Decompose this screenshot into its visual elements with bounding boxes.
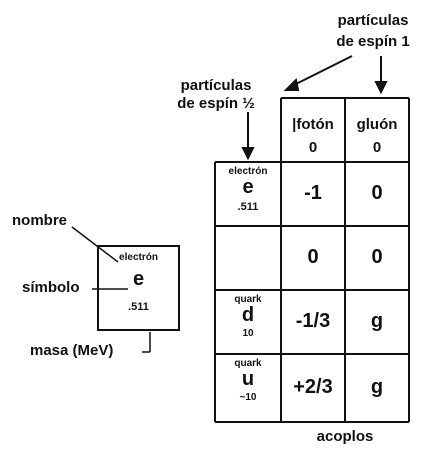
legend-example-mass: .511 <box>128 301 149 313</box>
legend-example: electrón e .511 <box>98 252 179 313</box>
legend-box <box>97 245 180 331</box>
column-mass: 0 <box>308 139 318 156</box>
spinhalf-header-line2: de espín ½ <box>177 95 255 112</box>
column-mass: 0 <box>372 139 382 156</box>
particle-mass: 10 <box>242 328 254 339</box>
legend-label-name: nombre <box>12 212 68 229</box>
row-quark-d-particle: quark d 10 <box>215 294 281 339</box>
legend-label-symbol: símbolo <box>22 279 80 296</box>
legend-example-name: electrón <box>119 252 158 263</box>
spinhalf-header-line1: partículas <box>180 77 252 94</box>
column-name: gluón <box>356 116 398 133</box>
column-prefix: | <box>292 116 297 133</box>
coupling-quark-d-photon: -1/3 <box>295 310 331 332</box>
coupling-row2-photon: 0 <box>307 246 319 268</box>
legend-label-mass: masa (MeV) <box>30 342 114 359</box>
spin1-header-line2: de espín 1 <box>336 33 410 50</box>
column-name: fotón <box>296 116 334 133</box>
particle-symbol: e <box>242 176 254 198</box>
legend-example-symbol: e <box>132 268 145 290</box>
particle-name: quark <box>234 294 262 305</box>
coupling-quark-u-gluon: g <box>370 376 384 398</box>
column-header-gluon: gluón 0 <box>345 116 409 156</box>
particle-symbol: u <box>241 368 255 390</box>
coupling-electron-gluon: 0 <box>371 182 383 204</box>
particle-name: quark <box>234 358 262 369</box>
coupling-electron-photon: -1 <box>304 182 322 204</box>
row-quark-u-particle: quark u ~10 <box>215 358 281 403</box>
particle-name: electrón <box>228 166 268 177</box>
column-header-photon: |fotón 0 <box>281 116 345 156</box>
row-electron-particle: electrón e .511 <box>215 166 281 213</box>
spin1-header-line1: partículas <box>337 12 409 29</box>
coupling-quark-u-photon: +2/3 <box>293 376 333 398</box>
coupling-quark-d-gluon: g <box>370 310 384 332</box>
footer-label: acoplos <box>316 428 374 445</box>
particle-symbol: d <box>241 304 255 326</box>
particle-mass: .511 <box>237 201 259 213</box>
particle-mass: ~10 <box>239 392 257 403</box>
coupling-row2-gluon: 0 <box>371 246 383 268</box>
